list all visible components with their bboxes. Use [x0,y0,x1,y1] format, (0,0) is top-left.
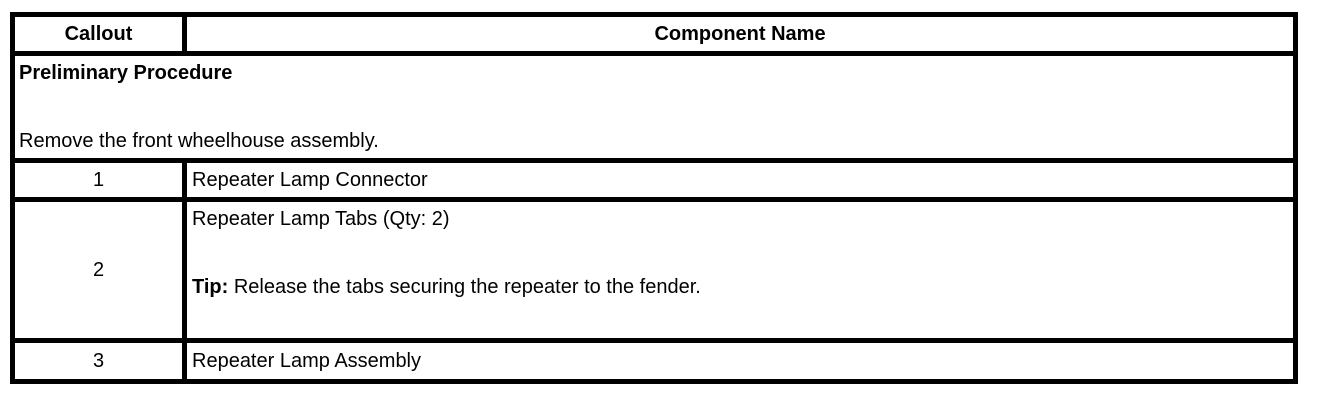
component-name: Repeater Lamp Connector [182,158,1298,202]
blank-line [192,236,1288,270]
tip-label: Tip: [192,276,229,298]
callout-number: 1 [10,158,187,202]
component-name-column-header: Component Name [182,12,1298,56]
blank-line [19,90,1289,124]
tip-text: Release the tabs securing the repeater t… [228,276,701,298]
document-page: Callout Component Name Preliminary Proce… [10,12,1298,384]
table-row: 2 Repeater Lamp Tabs (Qty: 2) Tip: Relea… [10,197,1298,343]
preliminary-procedure-title: Preliminary Procedure [19,62,233,84]
table-header-row: Callout Component Name [10,12,1298,56]
component-callout-table: Callout Component Name Preliminary Proce… [10,12,1298,384]
component-name-cell: Repeater Lamp Tabs (Qty: 2) Tip: Release… [182,197,1298,343]
table-row: 1 Repeater Lamp Connector [10,158,1298,202]
preliminary-procedure-cell: Preliminary Procedure Remove the front w… [10,51,1298,163]
callout-number: 2 [10,197,187,343]
preliminary-procedure-step: Remove the front wheelhouse assembly. [19,130,379,152]
callout-number: 3 [10,338,187,384]
callout-column-header: Callout [10,12,187,56]
blank-line [192,304,1288,336]
table-row: 3 Repeater Lamp Assembly [10,338,1298,384]
tip-line: Tip: Release the tabs securing the repea… [192,270,1288,304]
component-name: Repeater Lamp Assembly [182,338,1298,384]
component-name: Repeater Lamp Tabs (Qty: 2) [192,208,450,230]
preliminary-procedure-row: Preliminary Procedure Remove the front w… [10,51,1298,163]
